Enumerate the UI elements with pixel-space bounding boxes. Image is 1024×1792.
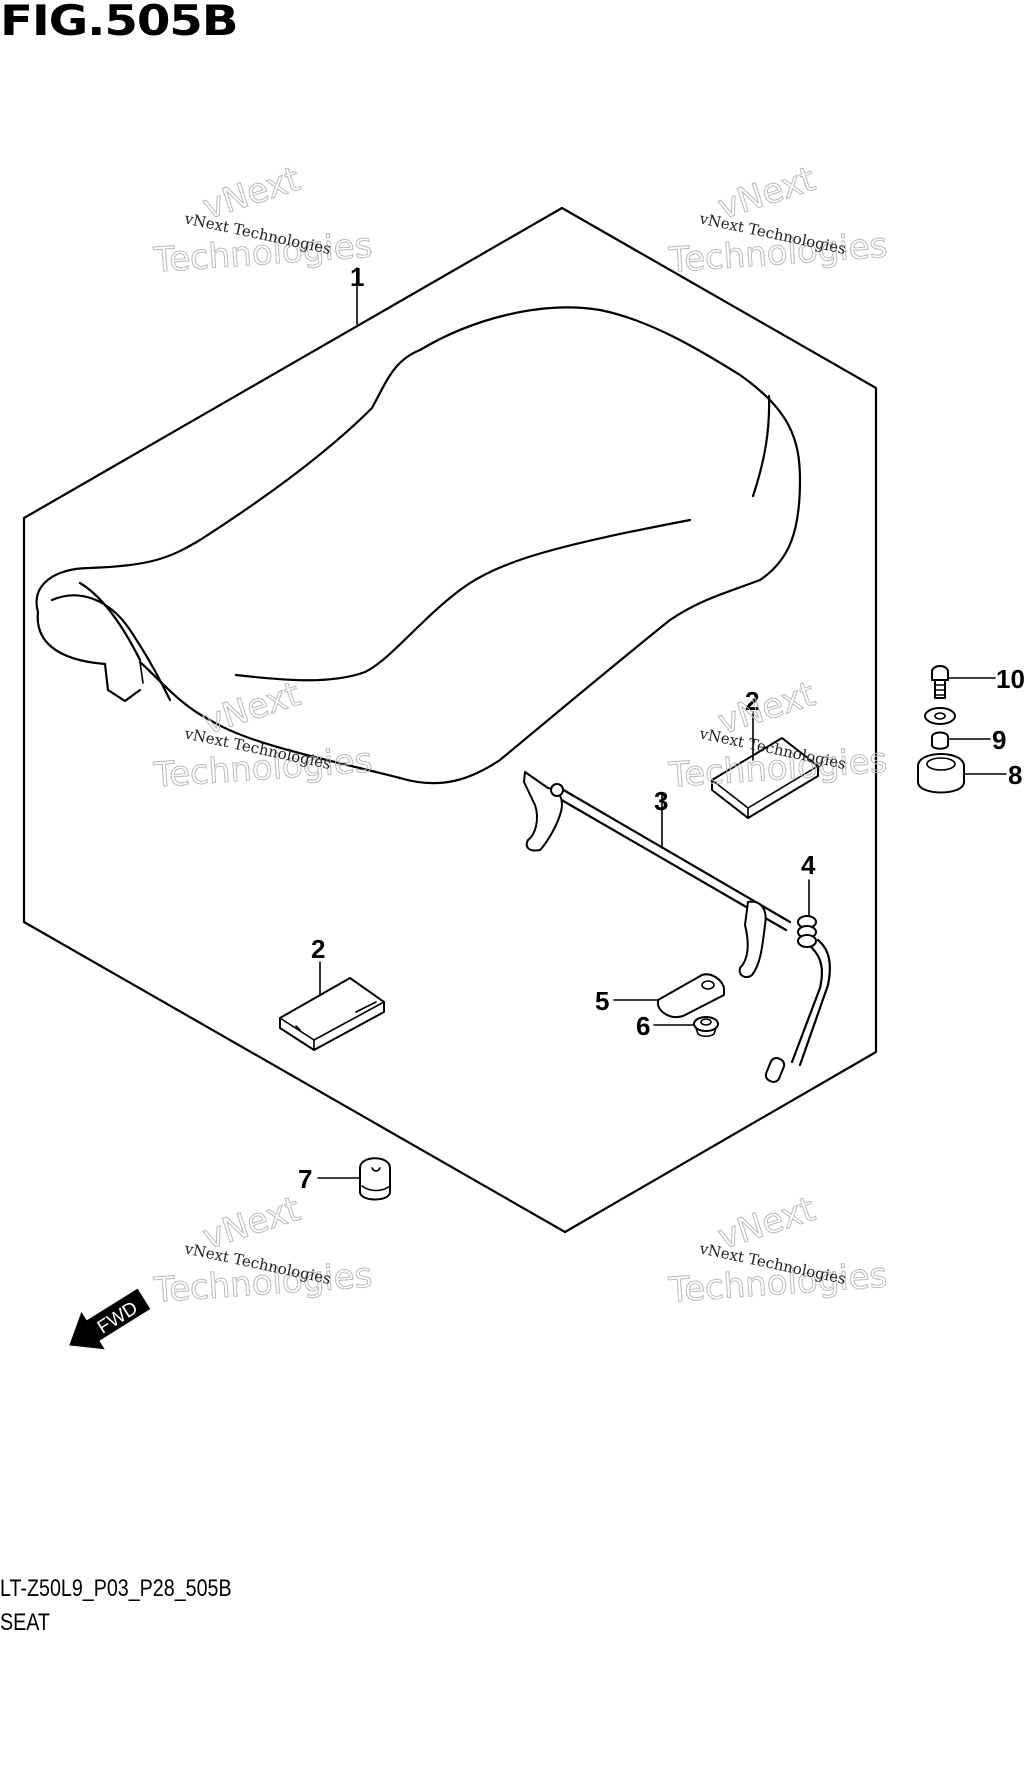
callout-10: 10 (996, 664, 1024, 694)
lock-rod-drawing (523, 771, 792, 978)
figure-footer: LT-Z50L9_P03_P28_505B SEAT (0, 1572, 232, 1640)
watermark-bottom-right: vNext Technologies vNext Technologies (666, 1189, 889, 1312)
fwd-arrow-icon: FWD (69, 1288, 151, 1350)
cushion-drawing (359, 1157, 391, 1201)
figure-title: FIG.505B (0, 0, 239, 45)
watermark-top-right: vNext Technologies vNext Technologies (666, 159, 889, 282)
figure-name: SEAT (0, 1609, 50, 1636)
assembly-boundary (22, 206, 878, 1234)
callout-2-upper: 2 (745, 686, 759, 716)
pad-upper-drawing (711, 737, 819, 819)
nut-drawing (693, 1016, 719, 1038)
figure-code: LT-Z50L9_P03_P28_505B (0, 1575, 232, 1602)
mount-drawing (917, 665, 965, 794)
pad-lower-drawing (279, 977, 385, 1051)
spring-drawing (764, 915, 831, 1083)
callout-2-lower: 2 (311, 934, 325, 964)
watermark-mid-right: vNext Technologies vNext Technologies (666, 674, 889, 797)
callout-9: 9 (992, 725, 1006, 755)
callout-1: 1 (350, 262, 364, 292)
callout-8: 8 (1008, 760, 1022, 790)
plate-drawing (657, 973, 725, 1018)
seat-drawing (35, 306, 802, 785)
callout-5: 5 (595, 986, 609, 1016)
callout-7: 7 (298, 1164, 312, 1194)
callout-4: 4 (801, 850, 816, 880)
watermark-top-left: vNext Technologies vNext Technologies (151, 159, 374, 282)
callout-3: 3 (654, 786, 668, 816)
callout-6: 6 (636, 1011, 650, 1041)
watermark-bottom-left: vNext Technologies vNext Technologies (151, 1189, 374, 1312)
